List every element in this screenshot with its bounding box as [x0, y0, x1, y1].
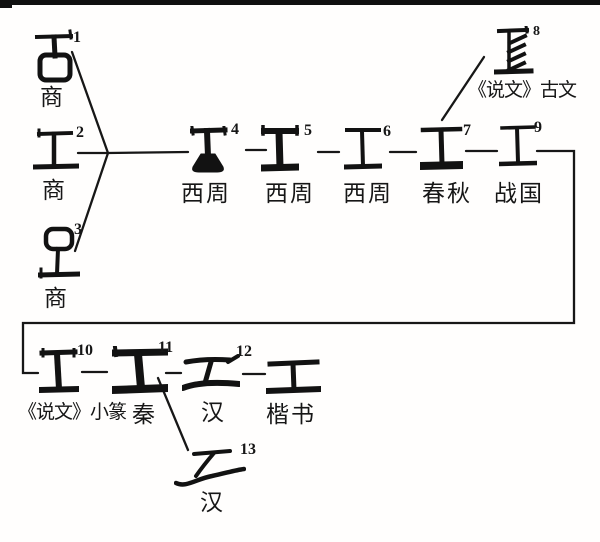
small-seal-gong-glyph: [39, 348, 79, 394]
period-label: 秦: [132, 402, 157, 427]
han-cursive-gong-glyph: [174, 449, 246, 487]
period-label: 汉: [200, 490, 225, 515]
period-label: 西周: [343, 181, 393, 206]
period-label: 春秋: [422, 181, 472, 206]
scan-top-edge-bar: [0, 0, 600, 5]
warring-states-gong-glyph: [499, 125, 537, 167]
period-label: 汉: [201, 400, 226, 425]
period-label: 西周: [265, 181, 315, 206]
bronze-gong-thin-glyph: [344, 128, 382, 170]
qin-gong-bold-glyph: [112, 346, 168, 395]
oracle-gong-box-top-glyph: [38, 226, 80, 279]
form-number: 1: [73, 29, 81, 46]
period-label: 战国: [494, 181, 544, 206]
form-number: 11: [158, 339, 174, 356]
bronze-gong-flared-base-glyph: [190, 126, 228, 173]
form-number: 13: [240, 441, 256, 458]
bronze-gong-bold-glyph: [261, 125, 299, 172]
period-label: 《说文》小篆: [18, 402, 127, 423]
form-number: 7: [463, 122, 471, 139]
form-number: 10: [77, 342, 93, 359]
form-number: 8: [533, 24, 540, 39]
form-number: 6: [383, 123, 391, 140]
form-number: 9: [534, 119, 542, 136]
form-number: 12: [236, 343, 252, 360]
kaishu-gong-glyph: [266, 359, 321, 395]
period-label: 商: [42, 178, 67, 203]
period-label: 楷书: [266, 402, 316, 427]
oracle-gong-ibeam-glyph: [33, 128, 79, 170]
line-form9-to-form10-wrap: [21, 149, 576, 375]
han-clerical-gong-glyph: [182, 354, 240, 391]
line-form7-to-shuowen-guwen: [440, 55, 486, 122]
form-number: 4: [231, 121, 239, 138]
form-number: 3: [74, 221, 82, 238]
line-form1-to-fork: [70, 50, 110, 155]
oracle-gong-box-bottom-glyph: [34, 29, 74, 83]
period-label: 《说文》古文: [468, 80, 577, 101]
line-form3-to-fork: [73, 151, 110, 253]
shuowen-guwen-gong-hatched-glyph: [494, 26, 534, 75]
period-label: 西周: [181, 181, 231, 206]
form-number: 5: [304, 122, 312, 139]
form-number: 2: [76, 124, 84, 141]
line-fork-to-form4: [106, 150, 190, 155]
period-label: 商: [44, 286, 69, 311]
period-label: 商: [40, 85, 65, 110]
spring-autumn-gong-heavy-base-glyph: [420, 126, 463, 171]
